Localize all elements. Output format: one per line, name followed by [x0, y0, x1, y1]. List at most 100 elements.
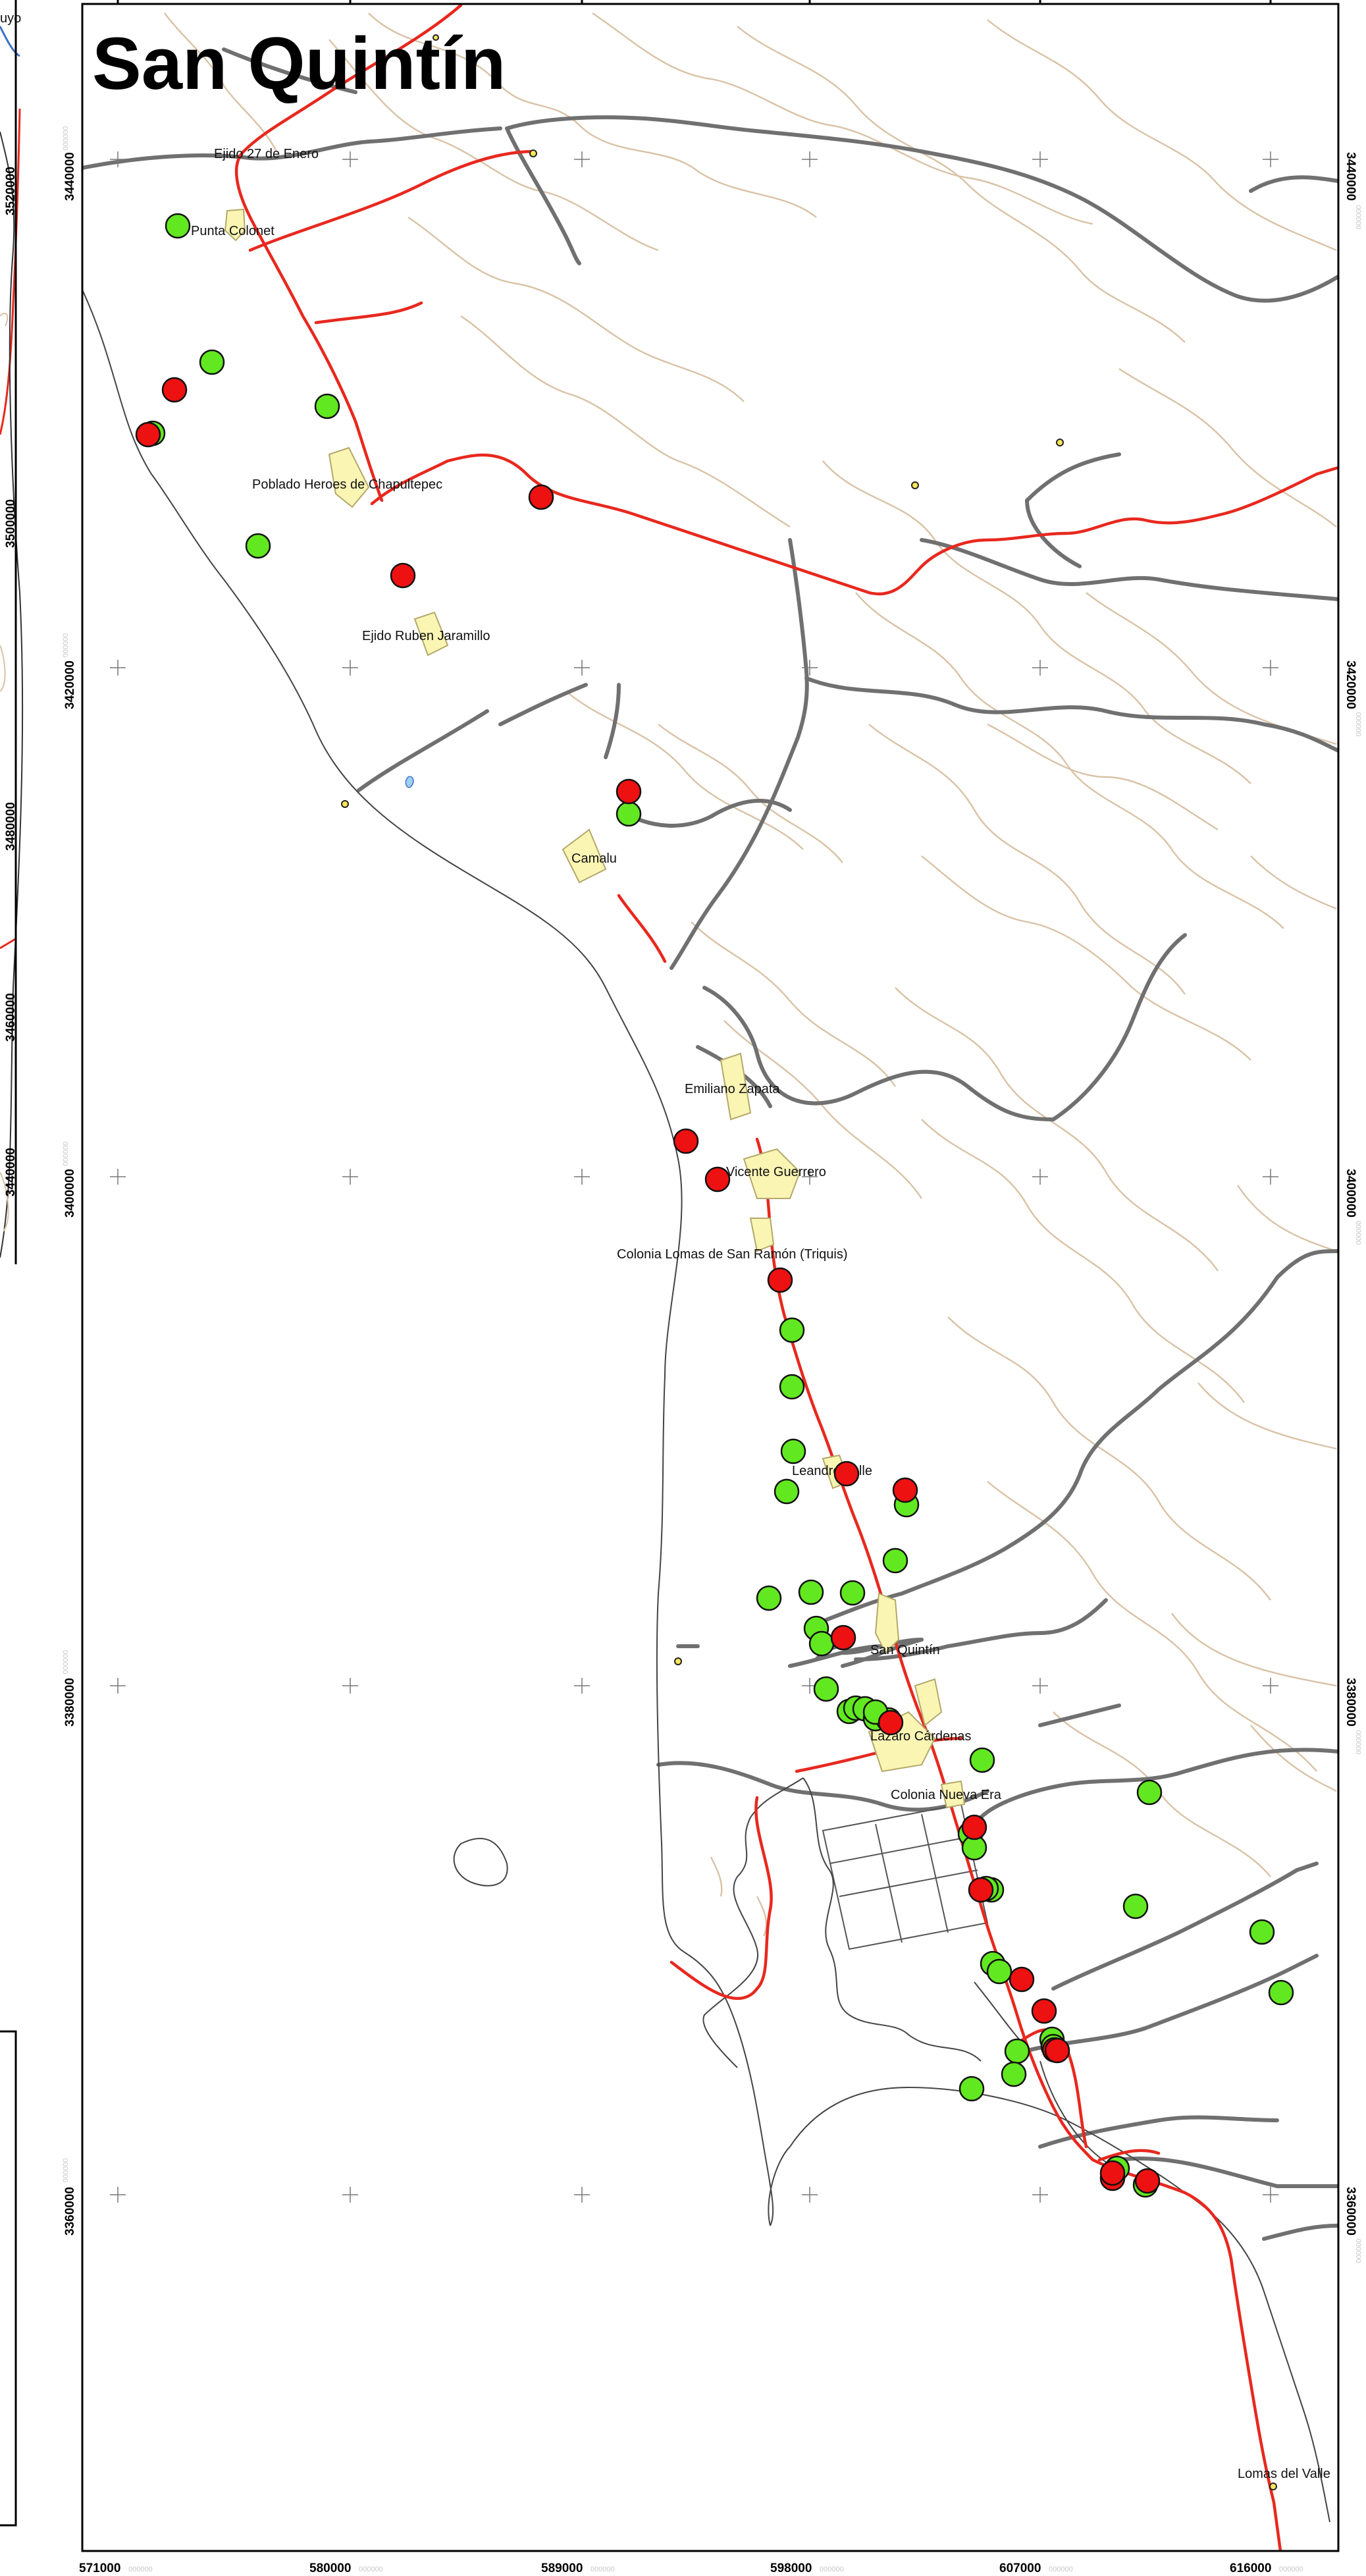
- place-label-sanquintin: San Quintín: [870, 1643, 940, 1657]
- grid-cross: [1032, 2187, 1048, 2203]
- red-point: [892, 1477, 918, 1503]
- x-tick-faint: 000000: [1049, 2565, 1073, 2573]
- coastline: [82, 289, 1330, 2523]
- grid-cross: [802, 1169, 818, 1185]
- red-point: [390, 562, 416, 589]
- green-point: [808, 1630, 835, 1657]
- y-tick-label: 3420000: [63, 660, 77, 709]
- grid-cross: [1263, 1678, 1278, 1694]
- y-tick-label: 3400000: [1344, 1169, 1357, 1218]
- grid-cross: [1032, 151, 1048, 167]
- grid-cross: [574, 1678, 590, 1694]
- inset-y-ticks: 3520000 3500000 3480000 3460000 3440000: [4, 167, 18, 1196]
- y-tick-label: 3360000: [63, 2187, 77, 2236]
- red-point: [830, 1624, 856, 1651]
- green-point: [798, 1579, 824, 1605]
- y-tick-faint: 000000: [1354, 205, 1362, 230]
- grid-cross: [110, 151, 126, 167]
- green-point: [1122, 1893, 1149, 1919]
- green-point: [1249, 1919, 1275, 1945]
- place-labels: Ejido 27 de Enero Punta Colonet Poblado …: [191, 147, 1330, 2481]
- red-point: [135, 421, 161, 448]
- y-tick-faint: 000000: [1354, 1731, 1362, 1755]
- y-tick-faint: 000000: [62, 1142, 70, 1166]
- red-point: [878, 1709, 904, 1736]
- y-tick-faint: 000000: [62, 2159, 70, 2183]
- inset-partial-text: uyo: [0, 11, 21, 26]
- red-point: [767, 1267, 793, 1293]
- inset-tick-label: 3500000: [4, 499, 18, 548]
- inset-tick-label: 3480000: [4, 802, 18, 851]
- place-label-camalu: Camalu: [571, 851, 617, 866]
- place-label-ruben: Ejido Ruben Jaramillo: [362, 629, 490, 643]
- x-tick-label: 571000: [79, 2562, 120, 2575]
- red-point: [1044, 2037, 1070, 2064]
- place-label-ejido-27: Ejido 27 de Enero: [214, 147, 319, 161]
- grid-cross: [110, 660, 126, 676]
- red-point: [673, 1128, 699, 1154]
- grid-cross: [1032, 1169, 1048, 1185]
- y-tick-faint: 000000: [62, 1650, 70, 1675]
- green-point: [839, 1580, 866, 1606]
- place-label-triquis: Colonia Lomas de San Ramón (Triquis): [617, 1247, 848, 1262]
- map-border: [81, 3, 1340, 2552]
- grid-cross: [802, 2187, 818, 2203]
- y-tick-faint: 000000: [1354, 1221, 1362, 1245]
- grid-cross: [110, 2187, 126, 2203]
- green-point: [1268, 1979, 1294, 2006]
- green-point: [779, 1317, 805, 1343]
- red-point: [616, 778, 642, 805]
- x-tick-faint: 000000: [128, 2565, 153, 2573]
- red-point: [704, 1166, 731, 1193]
- red-point: [833, 1461, 860, 1487]
- x-tick-label: 589000: [541, 2562, 583, 2575]
- place-label-heroes: Poblado Heroes de Chapultepec: [252, 477, 442, 492]
- red-point: [528, 484, 554, 510]
- y-tick-label: 3440000: [1344, 152, 1357, 201]
- green-point: [780, 1438, 806, 1464]
- survey-points: [135, 213, 1294, 2198]
- overview-inset: uyo 3520000 3500000 3480000 3460000 3440…: [0, 0, 79, 1264]
- grid-cross: [574, 2187, 590, 2203]
- x-tick-faint: 000000: [1279, 2565, 1303, 2573]
- red-point: [968, 1877, 994, 1903]
- green-point: [199, 349, 225, 375]
- grid-crosses: [110, 151, 1278, 2203]
- grid-cross: [342, 2187, 358, 2203]
- lagoon: [405, 776, 414, 788]
- grid-cross: [574, 151, 590, 167]
- grid-cross: [574, 1169, 590, 1185]
- inset-tick-label: 3520000: [4, 167, 18, 215]
- green-point: [756, 1585, 782, 1611]
- y-tick-label: 3420000: [1344, 660, 1357, 709]
- green-point: [314, 393, 340, 419]
- x-tick-label: 580000: [309, 2562, 351, 2575]
- grid-cross: [1032, 1678, 1048, 1694]
- map-title: San Quintín: [92, 22, 506, 105]
- place-label-punta-colonet: Punta Colonet: [191, 224, 275, 238]
- green-point: [774, 1478, 800, 1505]
- inset-tick-label: 3460000: [4, 993, 18, 1042]
- x-tick-label: 616000: [1230, 2562, 1271, 2575]
- green-point: [245, 533, 271, 559]
- y-tick-faint: 000000: [1354, 712, 1362, 737]
- place-label-zapata: Emiliano Zapata: [685, 1082, 780, 1096]
- grid-cross: [1032, 660, 1048, 676]
- y-tick-label: 3360000: [1344, 2187, 1357, 2236]
- green-point: [986, 1958, 1012, 1985]
- grid-cross: [1263, 151, 1278, 167]
- grid-cross: [802, 660, 818, 676]
- red-point: [1009, 1966, 1035, 1993]
- green-point: [959, 2076, 985, 2102]
- red-point: [1099, 2160, 1126, 2186]
- green-point: [616, 801, 642, 827]
- green-point: [969, 1747, 995, 1773]
- y-tick-faint: 000000: [62, 633, 70, 658]
- x-tick-label: 607000: [999, 2562, 1041, 2575]
- y-tick-label: 3380000: [63, 1678, 77, 1727]
- red-point: [1134, 2168, 1161, 2194]
- green-point: [165, 213, 191, 239]
- village-dots: [341, 34, 1277, 2490]
- y-tick-label: 3380000: [1344, 1678, 1357, 1727]
- grid-cross: [1263, 1169, 1278, 1185]
